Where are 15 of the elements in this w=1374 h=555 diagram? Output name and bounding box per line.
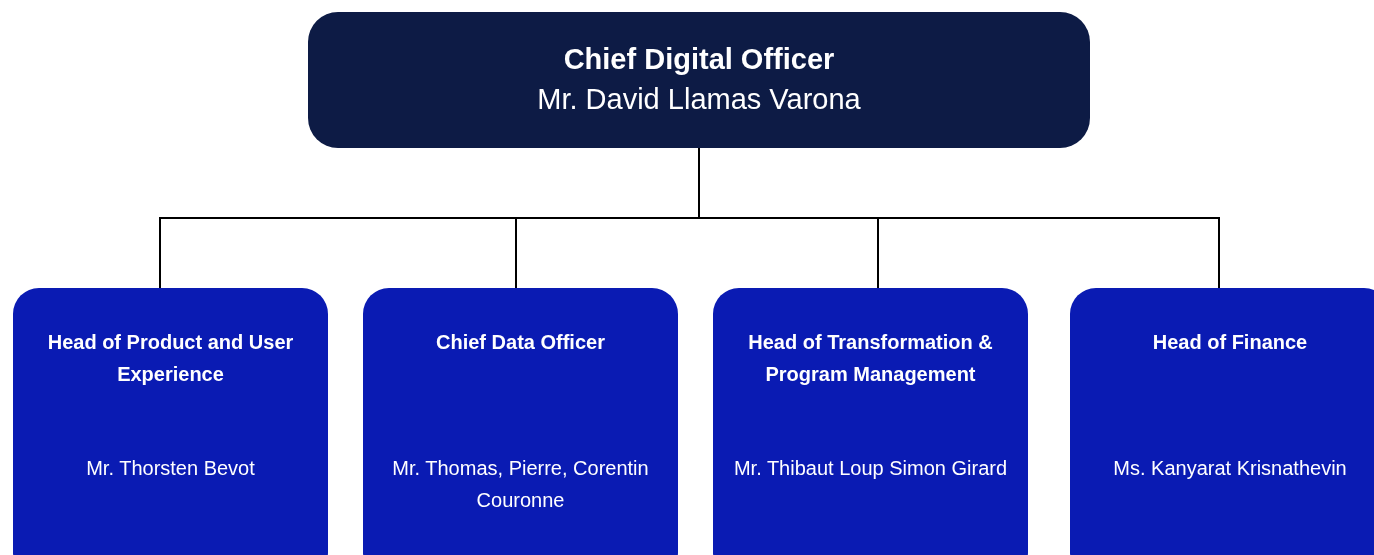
person-name: Mr. Thibaut Loup Simon Girard [733,456,1008,481]
role-title: Head of Product and User Experience [47,331,294,385]
person-name: Mr. Thorsten Bevot [86,456,255,481]
role-title: Chief Digital Officer [563,42,835,75]
role-box [363,288,678,555]
person-name: Ms. Kanyarat Krisnathevin [1113,456,1347,481]
role-box [713,288,1028,555]
person-name: Mr. David Llamas Varona [537,81,861,117]
role-title: Head of Transformation & Program Management [748,331,993,385]
role-box [1070,288,1374,555]
role-box [308,12,1090,148]
person-name: Mr. Thomas, Pierre, Corentin Couronne [391,456,650,513]
role-title: Head of Finance [1152,331,1308,353]
role-box [13,288,328,555]
role-title: Chief Data Officer [436,331,605,353]
